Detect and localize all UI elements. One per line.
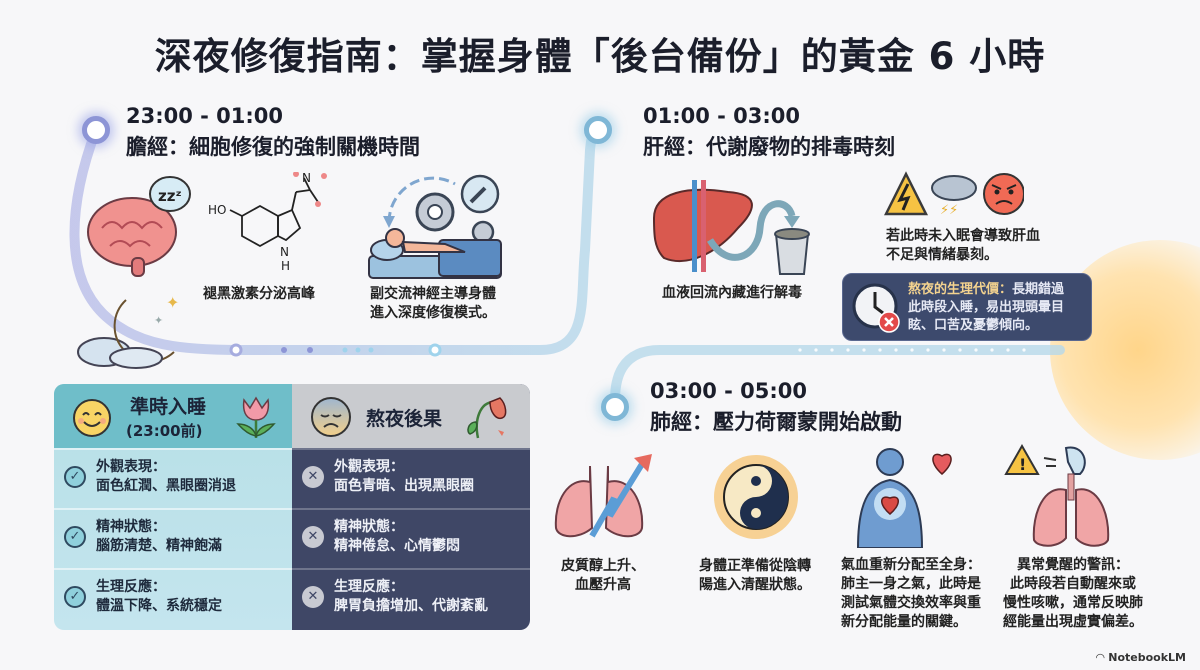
table-row: ✓ 生理反應：體溫下降、系統穩定 xyxy=(54,568,292,628)
timeline-node-1 xyxy=(82,116,110,144)
section-2-caption-liver: 血液回流內藏進行解毒 xyxy=(662,285,802,301)
warning-text: 熬夜的生理代價：長期錯過 此時段入睡，易出現頭暈目 眩、口苦及憂鬱傾向。 xyxy=(908,282,1065,333)
notebooklm-brand: ◠ NotebookLM xyxy=(1095,651,1186,664)
on-time-sleep-column: 準時入睡 (23:00前) ✓ 外觀表現：面色紅潤、黑眼圈消退 ✓ 精神狀態：腦… xyxy=(54,384,292,630)
check-icon: ✓ xyxy=(64,466,86,488)
table-row: ✕ 精神狀態：精神倦怠、心情鬱悶 xyxy=(292,508,530,568)
table-row: ✓ 精神狀態：腦筋清楚、精神飽滿 xyxy=(54,508,292,568)
section-3-caption-qi-blood: 氣血重新分配至全身： 肺主一身之氣，此時是 測試氣體交換效率與重 新分配能量的關… xyxy=(841,557,981,630)
svg-text:zzᶻ: zzᶻ xyxy=(158,187,182,205)
section-3-caption-yinyang: 身體正準備從陰轉 陽進入清醒狀態。 xyxy=(699,558,811,593)
late-night-cost-warning-box: 熬夜的生理代價：長期錯過 此時段入睡，易出現頭暈目 眩、口苦及憂鬱傾向。 xyxy=(842,273,1092,341)
brain-sleeping-icon: zzᶻ xyxy=(87,176,191,277)
notebooklm-logo-icon: ◠ xyxy=(1095,651,1109,664)
svg-text:HO: HO xyxy=(208,203,226,217)
check-icon: ✓ xyxy=(64,526,86,548)
body-heart-icon xyxy=(856,448,952,548)
lungs-rising-arrow-icon xyxy=(554,454,652,538)
section-2-caption-warning: 若此時未入眠會導致肝血 不足與情緒暴刻。 xyxy=(886,228,1040,263)
table-row: ✕ 外觀表現：面色青暗、出現黑眼圈 xyxy=(292,448,530,508)
section-1-time: 23:00 - 01:00 xyxy=(126,104,284,128)
table-row: ✕ 生理反應：脾胃負擔增加、代謝紊亂 xyxy=(292,568,530,628)
section-1-heading: 膽經：細胞修復的強制關機時間 xyxy=(126,135,420,159)
late-night-consequence-column: 熬夜後果 ✕ 外觀表現：面色青暗、出現黑眼圈 ✕ 精神狀態：精神倦怠、心情鬱悶 … xyxy=(292,384,530,630)
yin-yang-sun-icon xyxy=(714,455,798,539)
section-3-caption-abnormal-wake: 異常覺醒的警訊： 此時段若自動醒來或 慢性咳嗽，通常反映肺 經能量出現虛實偏差。 xyxy=(1003,557,1143,630)
check-icon: ✓ xyxy=(64,586,86,608)
section-3-time: 03:00 - 05:00 xyxy=(650,379,808,403)
svg-text:H: H xyxy=(281,259,290,273)
timeline-node-2 xyxy=(584,116,612,144)
moon-clouds-icon: ✦ ✦ xyxy=(77,293,179,369)
section-3-caption-cortisol: 皮質醇上升、 血壓升高 xyxy=(561,558,645,593)
section-2-time: 01:00 - 03:00 xyxy=(643,104,801,128)
liver-detox-icon xyxy=(652,180,810,275)
body-repair-gears-icon xyxy=(368,174,502,279)
timeline-node-3 xyxy=(601,393,629,421)
page-title: 深夜修復指南：掌握身體「後台備份」的黃金 6 小時 xyxy=(154,35,1046,78)
late-night-consequence-header: 熬夜後果 xyxy=(292,384,530,448)
smiling-face-icon xyxy=(73,399,111,437)
svg-text:!: ! xyxy=(1019,455,1026,474)
section-1-caption-parasympathetic: 副交流神經主導身體 進入深度修復模式。 xyxy=(370,286,496,321)
section-2-heading: 肝經：代謝廢物的排毒時刻 xyxy=(643,135,895,159)
section-3-heading: 肺經：壓力荷爾蒙開始啟動 xyxy=(650,410,902,434)
tired-face-icon xyxy=(311,397,351,437)
svg-text:✦: ✦ xyxy=(166,293,179,312)
melatonin-molecule-icon: HO N N H xyxy=(208,172,327,273)
section-1-caption-melatonin: 褪黑激素分泌高峰 xyxy=(203,286,315,302)
svg-text:✦: ✦ xyxy=(154,314,163,327)
clock-cancel-icon xyxy=(852,283,900,333)
svg-text:N: N xyxy=(280,245,289,259)
sleep-comparison-table: 準時入睡 (23:00前) ✓ 外觀表現：面色紅潤、黑眼圈消退 ✓ 精神狀態：腦… xyxy=(54,384,530,630)
cross-icon: ✕ xyxy=(302,466,324,488)
wilted-flower-icon xyxy=(467,397,507,439)
svg-text:N: N xyxy=(302,172,311,185)
cross-icon: ✕ xyxy=(302,586,324,608)
on-time-sleep-header: 準時入睡 (23:00前) xyxy=(54,384,292,448)
table-row: ✓ 外觀表現：面色紅潤、黑眼圈消退 xyxy=(54,448,292,508)
warning-storm-angry-icon: ⚡⚡ xyxy=(884,171,1024,218)
svg-text:⚡⚡: ⚡⚡ xyxy=(940,203,958,218)
cough-lungs-warning-icon: ! xyxy=(1004,444,1110,547)
tulip-icon xyxy=(236,396,276,438)
cross-icon: ✕ xyxy=(302,526,324,548)
